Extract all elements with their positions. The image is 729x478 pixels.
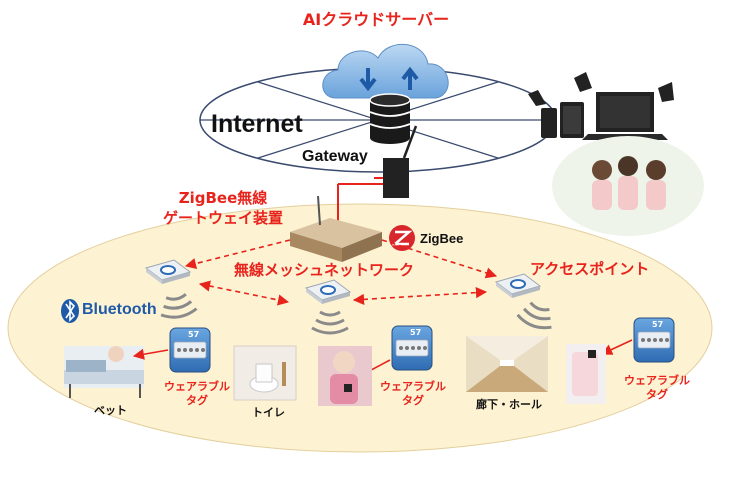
wearable-tag-label-line1: ウェアラブル — [380, 380, 446, 393]
zigbee-gateway-line1: ZigBee無線 — [178, 189, 268, 207]
corridor-photo — [466, 336, 548, 392]
smartphone-icon — [541, 108, 557, 138]
wearable-tag-label: ウェアラブル タグ — [612, 374, 702, 402]
internet-label: Internet — [211, 110, 303, 138]
wearable-tag-label: ウェアラブル タグ — [368, 380, 458, 408]
zigbee-gateway-title: ZigBee無線 ゲートウェイ装置 — [148, 188, 298, 228]
database-icon — [369, 93, 411, 144]
speaker-icon — [528, 72, 674, 106]
caregiver-photo — [566, 344, 606, 404]
toilet-photo — [233, 345, 297, 401]
bed-photo — [64, 346, 144, 398]
wearable-tag-label-line2: タグ — [186, 394, 208, 407]
wearable-tag-label-line1: ウェアラブル — [624, 374, 690, 387]
tablet-icon — [560, 102, 584, 138]
tag-number: 57 — [652, 320, 664, 329]
wearable-tag-label-line2: タグ — [402, 394, 424, 407]
cloud-icon — [322, 44, 449, 99]
zigbee-gateway-device — [290, 195, 382, 262]
mesh-network-label: 無線メッシュネットワーク — [234, 261, 415, 279]
staff-photo — [552, 136, 704, 236]
location-toilet-label: トイレ — [252, 406, 285, 419]
wearable-tag-label: ウェアラブル タグ — [152, 380, 242, 408]
wearable-tag-label-line2: タグ — [646, 388, 668, 401]
tag-number: 57 — [410, 328, 422, 337]
resident-photo — [318, 346, 372, 406]
location-bed-label: ベット — [94, 404, 127, 417]
wearable-tag-label-line1: ウェアラブル — [164, 380, 230, 393]
bluetooth-icon — [61, 299, 79, 323]
gateway-label: Gateway — [302, 148, 368, 165]
router-icon — [383, 125, 418, 198]
zigbee-icon — [389, 225, 415, 251]
access-point-label: アクセスポイント — [530, 260, 650, 278]
laptop-icon — [582, 92, 668, 140]
page-title: AIクラウドサーバー — [302, 10, 450, 29]
bluetooth-label: Bluetooth — [82, 301, 157, 318]
zigbee-logo-text: ZigBee — [420, 231, 464, 246]
tag-number: 57 — [188, 330, 200, 339]
location-corridor-label: 廊下・ホール — [476, 398, 542, 411]
zigbee-gateway-line2: ゲートウェイ装置 — [162, 209, 283, 227]
